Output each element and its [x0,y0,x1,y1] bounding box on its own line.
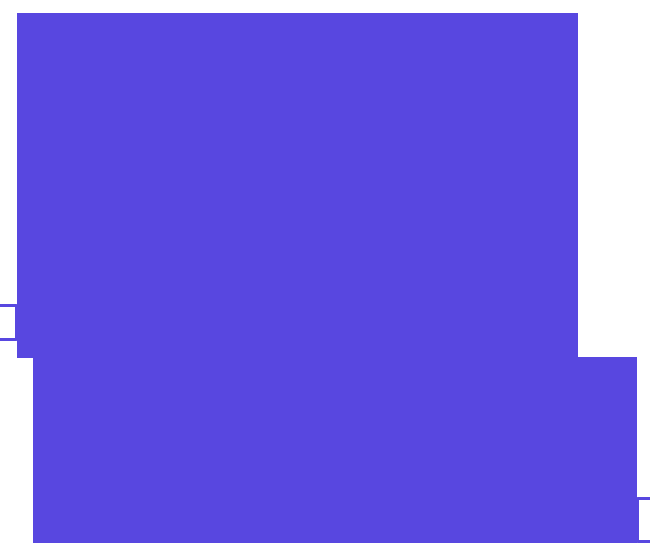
right-outline-rect[interactable] [636,497,650,543]
upper-panel-surface[interactable] [17,13,578,358]
left-outline-rect[interactable] [0,304,18,341]
lower-panel-surface[interactable] [33,357,637,543]
